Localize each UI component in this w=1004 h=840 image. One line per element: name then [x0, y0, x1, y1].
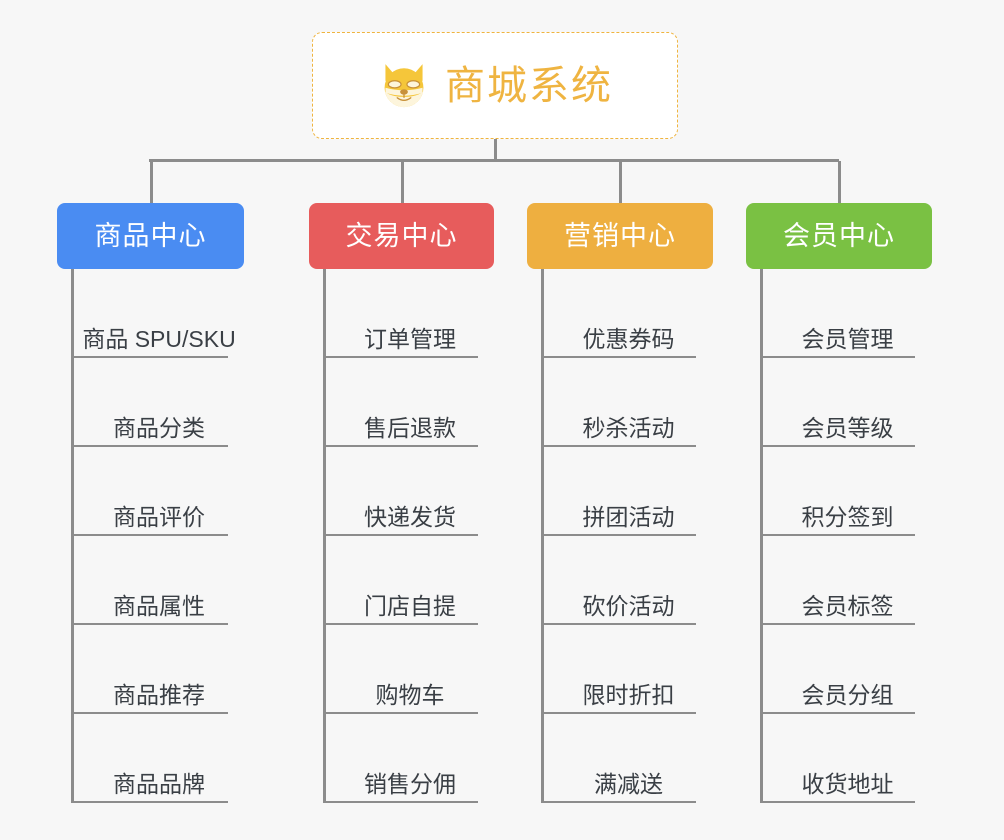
connector-drop-product-center [150, 161, 153, 203]
list-item[interactable]: 商品品牌 [74, 714, 244, 803]
list-item[interactable]: 商品评价 [74, 447, 244, 536]
leaf-list-trade-center: 订单管理 售后退款 快递发货 门店自提 购物车 销售分佣 [323, 269, 494, 803]
category-label: 交易中心 [345, 220, 458, 251]
list-item[interactable]: 订单管理 [326, 269, 494, 358]
list-item-label: 会员分组 [801, 682, 894, 708]
list-item[interactable]: 销售分佣 [326, 714, 494, 803]
list-item-label: 砍价活动 [582, 593, 675, 619]
list-item-label: 商品 SPU/SKU [82, 326, 236, 352]
list-item[interactable]: 会员标签 [763, 536, 932, 625]
list-item-label: 快递发货 [364, 504, 456, 530]
list-item[interactable]: 秒杀活动 [544, 358, 713, 447]
list-item-label: 门店自提 [364, 593, 456, 619]
list-item-label: 会员标签 [801, 593, 894, 619]
list-item-label: 会员等级 [801, 415, 894, 441]
connector-drop-marketing-center [619, 161, 622, 203]
category-label: 商品中心 [94, 220, 207, 251]
list-item[interactable]: 商品推荐 [74, 625, 244, 714]
list-item[interactable]: 会员等级 [763, 358, 932, 447]
list-item-label: 商品推荐 [113, 682, 205, 708]
list-item-label: 商品品牌 [113, 771, 205, 797]
list-item-label: 售后退款 [364, 415, 456, 441]
list-item[interactable]: 商品属性 [74, 536, 244, 625]
list-item-label: 销售分佣 [364, 771, 456, 797]
list-item[interactable]: 快递发货 [326, 447, 494, 536]
list-item[interactable]: 门店自提 [326, 536, 494, 625]
list-item[interactable]: 会员分组 [763, 625, 932, 714]
list-item[interactable]: 购物车 [326, 625, 494, 714]
list-item-label: 订单管理 [364, 326, 456, 352]
list-item[interactable]: 商品 SPU/SKU [74, 269, 244, 358]
connector-horizontal-bus [149, 159, 839, 162]
list-item-label: 商品分类 [113, 415, 205, 441]
category-header-member-center[interactable]: 会员中心 [746, 203, 932, 269]
list-item-label: 商品属性 [113, 593, 205, 619]
list-item[interactable]: 积分签到 [763, 447, 932, 536]
list-item[interactable]: 满减送 [544, 714, 713, 803]
list-item[interactable]: 优惠券码 [544, 269, 713, 358]
leaf-list-marketing-center: 优惠券码 秒杀活动 拼团活动 砍价活动 限时折扣 满减送 [541, 269, 713, 803]
list-item-label: 会员管理 [801, 326, 894, 352]
category-label: 会员中心 [783, 220, 895, 251]
dog-face-icon [377, 59, 431, 113]
list-item-label: 收货地址 [801, 771, 894, 797]
list-item-label: 优惠券码 [582, 326, 675, 352]
list-item[interactable]: 会员管理 [763, 269, 932, 358]
connector-drop-trade-center [401, 161, 404, 203]
category-header-marketing-center[interactable]: 营销中心 [527, 203, 713, 269]
list-item-label: 购物车 [375, 682, 445, 708]
list-item-label: 商品评价 [113, 504, 205, 530]
page-title: 商城系统 [445, 63, 613, 108]
list-item[interactable]: 收货地址 [763, 714, 932, 803]
category-header-product-center[interactable]: 商品中心 [57, 203, 244, 269]
category-label: 营销中心 [564, 220, 676, 251]
leaf-list-product-center: 商品 SPU/SKU 商品分类 商品评价 商品属性 商品推荐 商品品牌 [71, 269, 244, 803]
root-node[interactable]: 商城系统 [312, 32, 678, 139]
connector-root-stem [494, 139, 497, 161]
list-item[interactable]: 售后退款 [326, 358, 494, 447]
list-item-label: 限时折扣 [582, 682, 675, 708]
leaf-list-member-center: 会员管理 会员等级 积分签到 会员标签 会员分组 收货地址 [760, 269, 932, 803]
list-item-label: 秒杀活动 [582, 415, 675, 441]
list-item[interactable]: 拼团活动 [544, 447, 713, 536]
list-item[interactable]: 砍价活动 [544, 536, 713, 625]
list-item-label: 满减送 [594, 771, 663, 797]
category-header-trade-center[interactable]: 交易中心 [309, 203, 494, 269]
list-item-label: 拼团活动 [582, 504, 675, 530]
list-item-label: 积分签到 [801, 504, 894, 530]
connector-drop-member-center [838, 161, 841, 203]
list-item[interactable]: 限时折扣 [544, 625, 713, 714]
list-item[interactable]: 商品分类 [74, 358, 244, 447]
